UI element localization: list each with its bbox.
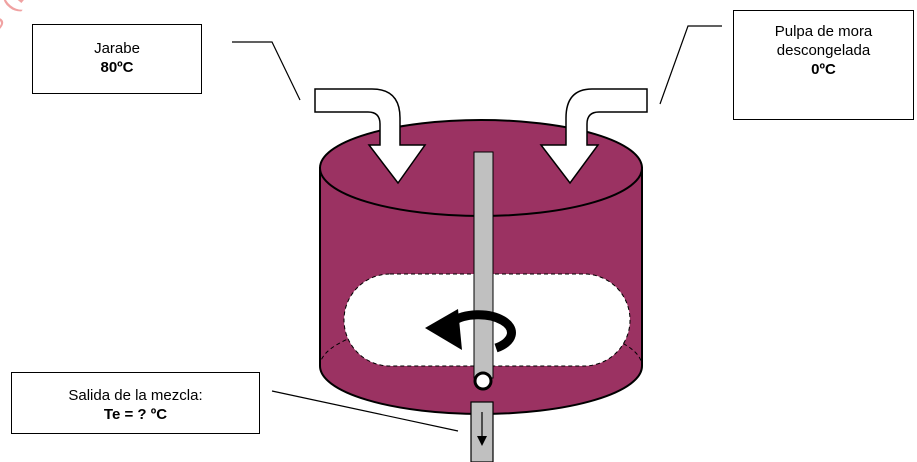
pulpa-name-line1: Pulpa de mora [774,23,873,40]
pulpa-temperature: 0ºC [811,61,836,78]
pulpa-leader-line [659,25,722,105]
circular-arrow-icon [425,309,516,353]
jarabe-temperature: 80ºC [100,59,134,76]
jarabe-inlet-arrow [314,88,427,185]
salida-name: Salida de la mezcla: [68,387,203,404]
jarabe-name: Jarabe [94,40,140,57]
agitator-shaft [473,151,494,379]
pulpa-name-line2: descongelada [776,42,871,59]
salida-temperature: Te = ? ºC [103,406,168,423]
down-arrow-icon [477,412,487,446]
salida-leader-line [271,390,459,432]
pulpa-inlet-arrow [539,88,648,185]
jarabe-leader-line [232,41,301,101]
pulpa-label-box: Pulpa de mora descongelada 0ºC [733,10,914,120]
jarabe-label-box: Jarabe 80ºC [32,24,202,94]
salida-label-box: Salida de la mezcla: Te = ? ºC [11,372,260,434]
shaft-bearing [473,371,493,391]
